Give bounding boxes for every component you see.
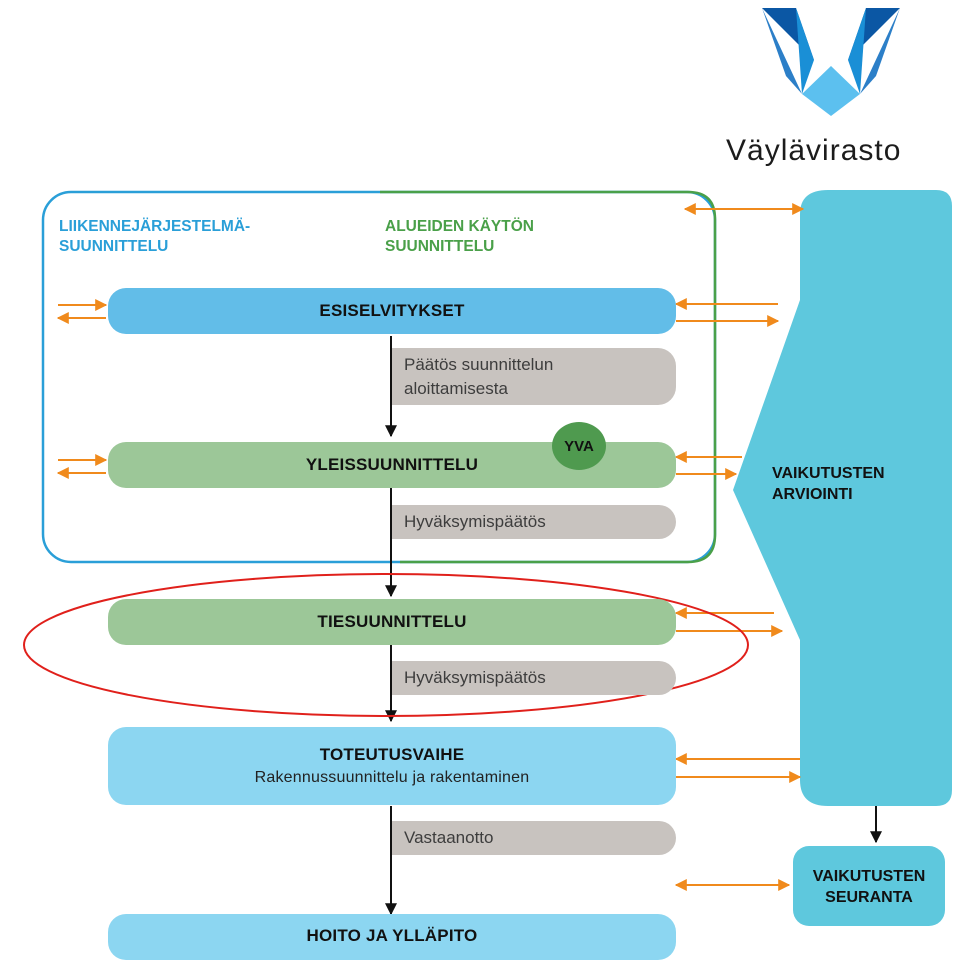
stage-road-planning-label: TIESUUNNITTELU — [317, 612, 467, 631]
decision-acceptance-label: Vastaanotto — [404, 828, 494, 847]
yva-badge-label: YVA — [564, 437, 594, 455]
land-use-frame — [380, 190, 717, 564]
impact-monitoring-label: VAIKUTUSTEN SEURANTA — [812, 868, 926, 906]
stage-maintenance: HOITO JA YLLÄPITO — [108, 914, 676, 960]
stage-maintenance-label: HOITO JA YLLÄPITO — [306, 926, 478, 945]
decision-approval-1-label: Hyväksymispäätös — [404, 512, 546, 531]
highlight-ellipse — [23, 573, 749, 717]
impact-assessment-label: VAIKUTUSTEN ARVIOINTI — [772, 465, 885, 503]
stage-implementation: TOTEUTUSVAIHE Rakennussuunnittelu ja rak… — [108, 727, 676, 805]
decision-approval-1: Hyväksymispäätös — [392, 505, 676, 539]
stage-preliminary-studies: ESISELVITYKSET — [108, 288, 676, 334]
stage-implementation-label: TOTEUTUSVAIHE — [319, 745, 465, 764]
stage-general-planning-label: YLEISSUUNNITTELU — [305, 455, 479, 474]
impact-assessment-panel — [733, 190, 952, 806]
decision-acceptance: Vastaanotto — [392, 821, 676, 855]
vaylavirasto-logo — [756, 6, 906, 116]
decision-approval-2: Hyväksymispäätös — [392, 661, 676, 695]
land-use-planning-label: ALUEIDEN KÄYTÖN SUUNNITTELU — [385, 218, 534, 255]
decision-approval-2-label: Hyväksymispäätös — [404, 668, 546, 687]
stage-preliminary-studies-label: ESISELVITYKSET — [319, 301, 465, 320]
stage-implementation-sublabel: Rakennussuunnittelu ja rakentaminen — [254, 769, 530, 786]
logo-mark-icon — [762, 8, 900, 116]
process-diagram — [23, 190, 952, 926]
decision-start-planning: Päätös suunnittelun aloittamisesta — [392, 348, 676, 405]
traffic-system-planning-label: LIIKENNEJÄRJESTELMÄ- SUUNNITTELU — [59, 218, 251, 255]
decision-start-planning-label: Päätös suunnittelun aloittamisesta — [404, 354, 554, 398]
impact-monitoring-box — [793, 846, 945, 926]
logo-wordmark: Väylävirasto — [726, 134, 902, 167]
stage-road-planning: TIESUUNNITTELU — [108, 599, 676, 645]
yva-badge: YVA — [552, 422, 606, 470]
